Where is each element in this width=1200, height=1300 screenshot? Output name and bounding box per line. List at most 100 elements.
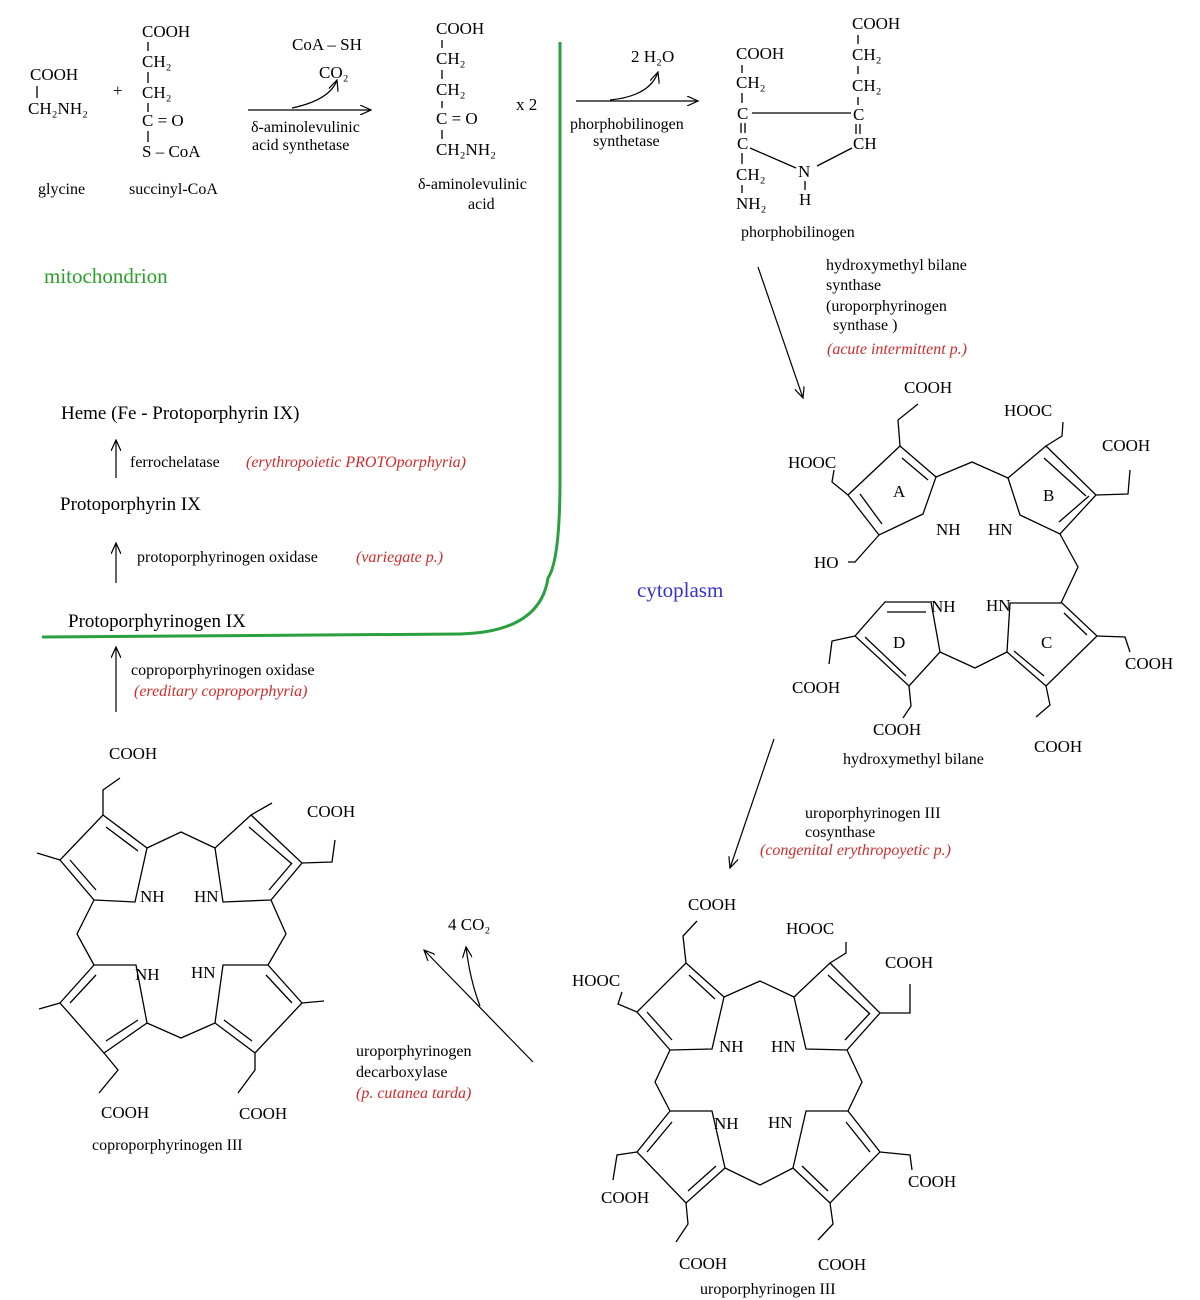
svg-text:CH₂: CH₂: [436, 49, 466, 68]
svg-text:COOH: COOH: [307, 802, 355, 821]
svg-text:HOOC: HOOC: [572, 971, 620, 990]
ala-structure: COOH CH₂ CH₂ C = O CH₂NH₂ x 2 δ-aminolev…: [418, 19, 537, 213]
succinyl-coa-structure: COOH CH₂ CH₂ C = O S – CoA succinyl-CoA: [129, 22, 218, 198]
svg-text:COOH: COOH: [792, 678, 840, 697]
svg-text:CH₂NH₂: CH₂NH₂: [436, 140, 496, 159]
disease-congenital-erythropoyetic: (congenital erythropoyetic p.): [760, 842, 951, 859]
disease-acute-intermittent: (acute intermittent p.): [827, 341, 967, 358]
svg-text:H: H: [799, 190, 811, 209]
svg-text:decarboxylase: decarboxylase: [356, 1064, 448, 1081]
svg-text:NH: NH: [714, 1114, 739, 1133]
svg-text:ferrochelatase: ferrochelatase: [130, 454, 220, 471]
svg-text:NH₂: NH₂: [736, 194, 766, 213]
disease-variegate: (variegate p.): [356, 549, 443, 566]
svg-text:COOH: COOH: [1102, 436, 1150, 455]
svg-text:synthase: synthase: [826, 277, 881, 294]
cosynthase-step: uroporphyrinogen III cosynthase (congeni…: [760, 805, 951, 859]
svg-text:CH₂: CH₂: [736, 165, 766, 184]
svg-text:HN: HN: [191, 963, 216, 982]
svg-text:HN: HN: [986, 596, 1011, 615]
svg-text:synthase ): synthase ): [833, 317, 897, 334]
svg-text:COOH: COOH: [239, 1104, 287, 1123]
glycine-structure: COOH CH₂NH₂ glycine: [28, 65, 88, 198]
mitochondrion-label: mitochondrion: [44, 264, 168, 288]
svg-text:acid synthetase: acid synthetase: [252, 137, 349, 154]
svg-text:synthetase: synthetase: [593, 133, 660, 150]
svg-text:COOH: COOH: [101, 1103, 149, 1122]
svg-text:B: B: [1043, 486, 1054, 505]
protoporphyrin-ix-label: Protoporphyrin IX: [60, 494, 201, 515]
svg-text:coproporphyrinogen oxidase: coproporphyrinogen oxidase: [131, 662, 315, 679]
svg-text:C: C: [1041, 633, 1052, 652]
svg-text:COOH: COOH: [1125, 654, 1173, 673]
svg-text:CO₂: CO₂: [319, 63, 349, 82]
svg-text:CH₂: CH₂: [142, 83, 172, 102]
plus-sign: +: [113, 81, 123, 100]
svg-text:COOH: COOH: [436, 19, 484, 38]
svg-text:uroporphyrinogen III: uroporphyrinogen III: [805, 805, 941, 822]
porphobilinogen-label: phorphobilinogen: [741, 224, 855, 241]
svg-text:COOH: COOH: [852, 14, 900, 33]
svg-text:C: C: [853, 105, 864, 124]
svg-text:(uroporphyrinogen: (uroporphyrinogen: [826, 298, 947, 315]
glycine-label: glycine: [38, 181, 85, 198]
svg-text:CH₂: CH₂: [436, 80, 466, 99]
svg-text:2 H₂O: 2 H₂O: [631, 47, 674, 66]
disease-cutanea-tarda: (p. cutanea tarda): [356, 1085, 471, 1102]
svg-text:C: C: [737, 104, 748, 123]
svg-text:CH₂: CH₂: [142, 52, 172, 71]
cytoplasm-label: cytoplasm: [637, 578, 723, 602]
hydroxymethyl-bilane-structure: COOH HOOC HO A NH HOOC COOH B HN NH HN D…: [788, 378, 1173, 768]
svg-text:COOH: COOH: [679, 1254, 727, 1273]
disease-ereditary-coproporphyria: (ereditary coproporphyria): [134, 683, 307, 700]
svg-text:NH: NH: [140, 887, 165, 906]
mitochondrial-membrane: [41, 42, 562, 639]
svg-text:HN: HN: [194, 887, 219, 906]
proto-oxidase-step: protoporphyrinogen oxidase (variegate p.…: [137, 549, 443, 566]
svg-text:x 2: x 2: [516, 95, 537, 114]
svg-text:C = O: C = O: [436, 109, 478, 128]
svg-text:COOH: COOH: [818, 1255, 866, 1274]
svg-text:cosynthase: cosynthase: [805, 824, 875, 841]
decarboxylase-step: 4 CO₂ uroporphyrinogen decarboxylase (p.…: [356, 915, 534, 1102]
heme-label: Heme (Fe - Protoporphyrin IX): [61, 403, 300, 424]
svg-text:N: N: [798, 162, 810, 181]
svg-text:COOH: COOH: [736, 44, 784, 63]
svg-text:S – CoA: S – CoA: [142, 142, 201, 161]
svg-text:protoporphyrinogen oxidase: protoporphyrinogen oxidase: [137, 549, 318, 566]
svg-text:COOH: COOH: [904, 378, 952, 397]
svg-text:hydroxymethyl bilane: hydroxymethyl bilane: [826, 257, 967, 274]
svg-text:CH₂: CH₂: [852, 76, 882, 95]
svg-text:COOH: COOH: [109, 744, 157, 763]
hydroxymethyl-bilane-label: hydroxymethyl bilane: [843, 751, 984, 768]
svg-text:acid: acid: [468, 196, 495, 213]
svg-text:COOH: COOH: [885, 953, 933, 972]
svg-text:HOOC: HOOC: [788, 453, 836, 472]
copro-oxidase-step: coproporphyrinogen oxidase (ereditary co…: [131, 662, 315, 700]
svg-text:CH₂: CH₂: [852, 45, 882, 64]
svg-text:δ-aminolevulinic: δ-aminolevulinic: [418, 176, 527, 193]
svg-text:COOH: COOH: [142, 22, 190, 41]
svg-text:CH₂: CH₂: [736, 73, 766, 92]
svg-text:NH: NH: [936, 520, 961, 539]
ala-synthetase-step: CoA – SH CO₂ δ-aminolevulinic acid synth…: [248, 35, 371, 154]
uroporphyrinogen-iii-label: uroporphyrinogen III: [700, 1281, 836, 1298]
svg-text:HN: HN: [988, 520, 1013, 539]
svg-text:4 CO₂: 4 CO₂: [448, 915, 490, 934]
svg-text:CoA – SH: CoA – SH: [292, 35, 362, 54]
svg-text:HO: HO: [814, 553, 839, 572]
svg-text:uroporphyrinogen: uroporphyrinogen: [356, 1043, 472, 1060]
svg-text:CH: CH: [853, 134, 877, 153]
svg-text:COOH: COOH: [30, 65, 78, 84]
svg-text:NH: NH: [719, 1037, 744, 1056]
ferrochelatase-step: ferrochelatase (erythropoietic PROTOporp…: [130, 454, 466, 471]
coproporphyrinogen-iii-label: coproporphyrinogen III: [92, 1137, 243, 1154]
svg-text:phorphobilinogen: phorphobilinogen: [570, 116, 684, 133]
disease-erythropoietic-protoporphyria: (erythropoietic PROTOporphyria): [246, 454, 466, 471]
svg-text:COOH: COOH: [873, 720, 921, 739]
svg-text:HOOC: HOOC: [1004, 401, 1052, 420]
svg-text:HOOC: HOOC: [786, 919, 834, 938]
svg-text:NH: NH: [931, 597, 956, 616]
svg-text:HN: HN: [771, 1037, 796, 1056]
